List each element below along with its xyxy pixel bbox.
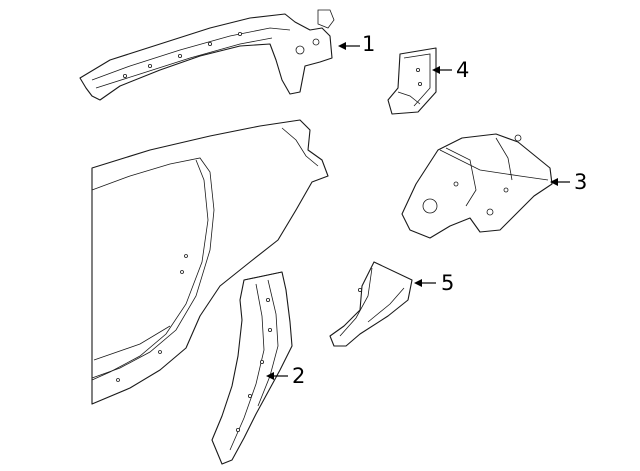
part-5-filler	[329, 261, 413, 347]
part-2-pillar	[211, 271, 293, 465]
callout-4: 4	[456, 58, 470, 82]
quarter-panel	[91, 119, 329, 405]
leader-1	[338, 42, 360, 50]
callout-2: 2	[292, 364, 306, 388]
leader-2	[266, 372, 288, 380]
callout-1: 1	[362, 32, 376, 56]
part-1-roof-rail	[79, 9, 335, 101]
leader-5	[414, 279, 436, 287]
leader-3	[550, 178, 570, 186]
leader-4	[432, 66, 452, 74]
part-3-inner-bracket	[401, 133, 553, 239]
callout-3: 3	[574, 170, 588, 194]
part-4-bracket	[387, 47, 437, 115]
callout-5: 5	[441, 271, 455, 295]
